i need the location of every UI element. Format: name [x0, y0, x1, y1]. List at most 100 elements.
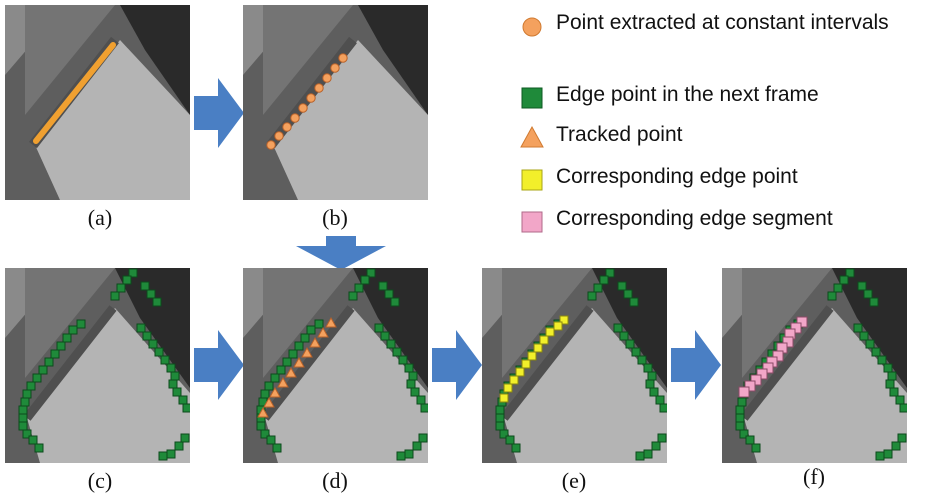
pink-square-icon	[521, 211, 543, 233]
legend-label: Tracked point	[556, 123, 683, 146]
corresponding-edge-point-marker	[559, 315, 569, 325]
edge-point-marker	[128, 268, 138, 278]
arrow-right-icon	[194, 330, 244, 400]
edge-point-marker	[260, 429, 270, 439]
edge-point-marker	[863, 289, 873, 299]
corresponding-edge-point-marker	[545, 327, 555, 337]
edge-point-marker	[410, 387, 420, 397]
extracted-point-marker	[330, 63, 340, 73]
edge-point-marker	[599, 275, 609, 285]
edge-point-marker	[505, 435, 515, 445]
corresponding-edge-segment-marker	[744, 380, 756, 392]
edge-point-marker	[174, 441, 184, 451]
corresponding-edge-segment-marker	[750, 374, 762, 386]
edge-point-marker	[44, 357, 54, 367]
panel-c-image	[5, 268, 190, 463]
edge-point-marker	[392, 347, 402, 357]
edge-point-marker	[288, 349, 298, 359]
edge-point-marker	[146, 289, 156, 299]
edge-point-marker	[853, 323, 863, 333]
corresponding-edge-point-marker	[499, 393, 509, 403]
corresponding-edge-point-marker	[533, 343, 543, 353]
corresponding-edge-point-marker	[515, 367, 525, 377]
edge-point-marker	[745, 435, 755, 445]
edge-point-marker	[270, 373, 280, 383]
edge-point-marker	[166, 449, 176, 459]
edge-point-marker	[264, 381, 274, 391]
tracked-point-marker	[301, 346, 313, 358]
edge-point-marker	[180, 433, 190, 443]
edge-point-marker	[875, 451, 885, 461]
edge-point-marker	[360, 275, 370, 285]
tracked-point-marker	[285, 366, 297, 378]
corresponding-edge-point-marker	[527, 351, 537, 361]
corresponding-edge-point-marker	[509, 375, 519, 385]
extracted-point-marker	[266, 140, 276, 150]
edge-point-marker	[306, 325, 316, 335]
orange-circle-icon	[522, 17, 542, 37]
extracted-point-marker	[338, 53, 348, 63]
edge-point-marker	[499, 429, 509, 439]
edge-point-marker	[50, 349, 60, 359]
edge-point-marker	[735, 421, 745, 431]
tracked-point-marker	[325, 316, 337, 328]
edge-point-marker	[623, 289, 633, 299]
caption-f: (f)	[803, 464, 825, 489]
legend-item: Corresponding edge point	[520, 164, 896, 191]
green-square-icon	[521, 87, 543, 109]
edge-point-marker	[637, 355, 647, 365]
arrow-right-icon	[432, 330, 482, 400]
edge-point-marker	[18, 421, 28, 431]
edge-point-marker	[877, 355, 887, 365]
edge-point-marker	[643, 363, 653, 373]
edge-point-marker	[404, 363, 414, 373]
edge-point-marker	[619, 331, 629, 341]
edge-point-marker	[168, 379, 178, 389]
edge-point-marker	[651, 441, 661, 451]
panel-d-image	[243, 268, 428, 463]
caption-e: (e)	[561, 468, 587, 493]
edge-point-marker	[34, 443, 44, 453]
edge-point-marker	[160, 355, 170, 365]
edge-point-marker	[116, 283, 126, 293]
edge-point-marker	[266, 435, 276, 445]
edge-point-marker	[32, 373, 42, 383]
corresponding-edge-segment-marker	[782, 336, 794, 348]
tracked-point-marker	[257, 406, 269, 418]
edge-point-marker	[891, 441, 901, 451]
corresponding-edge-segment-marker	[762, 362, 774, 374]
edge-point-marker	[418, 433, 428, 443]
edge-point-marker	[406, 379, 416, 389]
edge-point-marker	[645, 379, 655, 389]
edge-point-marker	[657, 433, 667, 443]
edge-point-marker	[276, 365, 286, 375]
corresponding-edge-segment-marker	[756, 368, 768, 380]
edge-point-marker	[845, 268, 855, 278]
panel-b	[243, 5, 428, 200]
extracted-point-marker	[274, 131, 284, 141]
edge-point-marker	[56, 341, 66, 351]
corresponding-edge-segment-marker	[796, 316, 808, 328]
edge-point-marker	[314, 319, 324, 329]
edge-point-marker	[166, 363, 176, 373]
edge-point-marker	[735, 405, 745, 415]
edge-point-marker	[613, 323, 623, 333]
corresponding-edge-segment-marker	[738, 386, 750, 398]
corresponding-edge-segment-marker	[772, 350, 784, 362]
edge-point-marker	[416, 395, 426, 405]
extracted-point-marker	[322, 73, 332, 83]
caption-a: (a)	[87, 205, 113, 230]
edge-point-marker	[735, 413, 745, 423]
edge-point-marker	[136, 323, 146, 333]
tracked-point-marker	[263, 396, 275, 408]
edge-point-marker	[625, 339, 635, 349]
corresponding-edge-point-marker	[539, 335, 549, 345]
edge-point-marker	[154, 347, 164, 357]
edge-point-marker	[178, 395, 188, 405]
edge-point-marker	[495, 421, 505, 431]
legend-label: Edge point in the next frame	[556, 83, 819, 106]
edge-point-marker	[869, 297, 879, 307]
panel-f	[722, 268, 907, 463]
edge-point-marker	[649, 387, 659, 397]
edge-point-marker	[366, 268, 376, 278]
